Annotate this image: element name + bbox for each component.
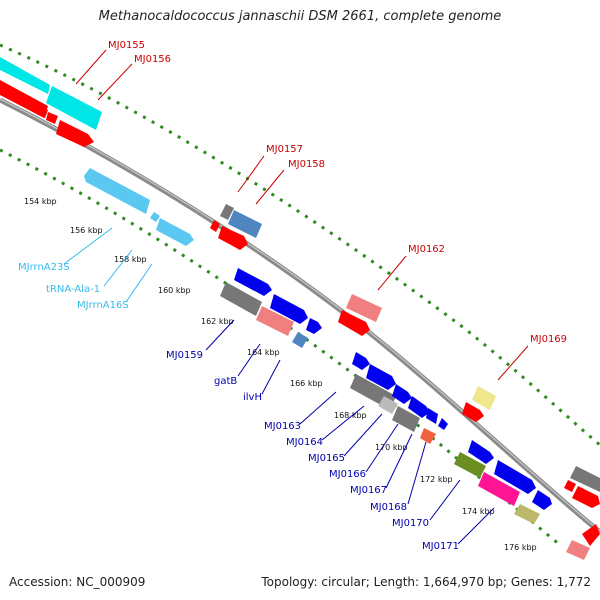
gene-labels-bottom: MJ0159 gatB ilvH MJ0163 MJ0164 MJ0165 MJ… <box>166 350 459 552</box>
gene-arrow-red[interactable] <box>582 524 600 546</box>
gene-arrow-lightblue[interactable] <box>84 168 150 214</box>
gene-box-lightgray[interactable] <box>378 396 398 414</box>
gene-label[interactable]: MJ0164 <box>286 437 323 448</box>
gene-box-khaki[interactable] <box>514 504 540 524</box>
gene-box-gray[interactable] <box>220 204 234 220</box>
gene-box-steel[interactable] <box>228 210 262 238</box>
gene-box-gray[interactable] <box>570 466 600 492</box>
gene-arrow-red[interactable] <box>572 486 600 508</box>
gene-arrow-lightblue[interactable] <box>156 218 194 246</box>
kbp-tick: 170 kbp <box>375 443 408 452</box>
kbp-tick: 154 kbp <box>24 197 57 206</box>
gene-arrow-blue[interactable] <box>392 384 412 404</box>
kbp-tick: 172 kbp <box>420 475 453 484</box>
gene-features-bottom <box>84 168 600 560</box>
gene-label[interactable]: MJ0159 <box>166 350 203 361</box>
gene-label[interactable]: MJ0167 <box>350 485 387 496</box>
gene-label[interactable]: MJ0171 <box>422 541 459 552</box>
gene-box-gray[interactable] <box>220 282 262 316</box>
gene-box-salmon[interactable] <box>420 428 436 444</box>
kbp-tick: 168 kbp <box>334 411 367 420</box>
gene-labels-rna: MJrrnA23S tRNA-Ala-1 MJrrnA16S <box>18 262 129 311</box>
gene-arrow-red[interactable] <box>462 402 484 422</box>
genome-backbone-highlight <box>0 98 600 532</box>
gene-arrow-blue[interactable] <box>532 490 552 510</box>
gene-label[interactable]: MJ0155 <box>108 40 145 51</box>
gene-arrow-red[interactable] <box>46 112 58 124</box>
gene-label[interactable]: MJ0168 <box>370 502 407 513</box>
gene-arrow-lightblue[interactable] <box>150 212 160 222</box>
gene-arrow-red[interactable] <box>0 80 48 118</box>
gene-arrow-blue[interactable] <box>438 418 448 430</box>
gene-arrow-red[interactable] <box>56 120 94 147</box>
accession-text: Accession: NC_000909 <box>9 575 146 589</box>
gene-box-pink[interactable] <box>566 540 590 560</box>
kbp-tick: 166 kbp <box>290 379 323 388</box>
gene-label[interactable]: MJ0169 <box>530 334 567 345</box>
gene-box-steel[interactable] <box>292 332 308 348</box>
genome-stats-text: Topology: circular; Length: 1,664,970 bp… <box>261 575 591 589</box>
gene-box-yellow[interactable] <box>472 386 496 410</box>
leaders-bottom <box>205 319 495 545</box>
kbp-tick: 164 kbp <box>247 348 280 357</box>
gene-arrow-blue[interactable] <box>426 408 438 424</box>
genome-backbone <box>0 97 600 534</box>
inner-dot-track <box>0 148 561 547</box>
gene-label[interactable]: MJ0156 <box>134 54 171 65</box>
gene-arrow-cyan[interactable] <box>0 57 50 94</box>
gene-label[interactable]: MJ0166 <box>329 469 366 480</box>
gene-arrow-red[interactable] <box>338 310 370 336</box>
kbp-tick: 156 kbp <box>70 226 103 235</box>
gene-features-top <box>0 57 600 508</box>
kbp-tick: 160 kbp <box>158 286 191 295</box>
gene-box-gray[interactable] <box>392 406 420 432</box>
gene-arrow-blue[interactable] <box>270 294 308 324</box>
gene-label[interactable]: MJ0170 <box>392 518 429 529</box>
gene-arrow-red[interactable] <box>36 106 48 118</box>
leaders-top <box>75 49 529 381</box>
gene-label[interactable]: MJrrnA16S <box>77 300 129 311</box>
kbp-tick: 174 kbp <box>462 507 495 516</box>
kbp-ticks: 154 kbp 156 kbp 158 kbp 160 kbp 162 kbp … <box>24 197 537 552</box>
outer-dot-track <box>0 43 600 447</box>
gene-arrow-blue[interactable] <box>306 318 322 334</box>
map-title: Methanocaldococcus jannaschii DSM 2661, … <box>98 9 502 24</box>
gene-label[interactable]: MJrrnA23S <box>18 262 70 273</box>
gene-arrow-blue[interactable] <box>352 352 370 370</box>
gene-label[interactable]: tRNA-Ala-1 <box>46 284 100 295</box>
leaders-rna <box>63 227 153 303</box>
gene-arrow-blue[interactable] <box>494 460 536 494</box>
gene-arrow-blue[interactable] <box>468 440 494 464</box>
gene-box-olive[interactable] <box>454 452 486 478</box>
gene-label[interactable]: gatB <box>214 376 237 387</box>
gene-labels-top: MJ0155 MJ0156 MJ0157 MJ0158 MJ0162 MJ016… <box>108 40 567 345</box>
gene-arrow-cyan[interactable] <box>46 86 102 130</box>
gene-box-magenta[interactable] <box>478 472 520 506</box>
gene-label[interactable]: MJ0165 <box>308 453 345 464</box>
kbp-tick: 162 kbp <box>201 317 234 326</box>
gene-arrow-red[interactable] <box>210 220 220 232</box>
gene-label[interactable]: ilvH <box>243 392 262 403</box>
gene-label[interactable]: MJ0158 <box>288 159 325 170</box>
gene-label[interactable]: MJ0157 <box>266 144 303 155</box>
gene-arrow-red[interactable] <box>218 226 248 250</box>
gene-arrow-blue[interactable] <box>408 396 430 418</box>
gene-arrow-blue[interactable] <box>366 364 396 390</box>
gene-label[interactable]: MJ0162 <box>408 244 445 255</box>
kbp-tick: 176 kbp <box>504 543 537 552</box>
gene-label[interactable]: MJ0163 <box>264 421 301 432</box>
gene-arrow-red[interactable] <box>564 480 576 492</box>
gene-box-pink[interactable] <box>346 294 382 322</box>
kbp-tick: 158 kbp <box>114 255 147 264</box>
gene-arrow-blue[interactable] <box>234 268 272 296</box>
gene-box-pink[interactable] <box>256 306 294 336</box>
